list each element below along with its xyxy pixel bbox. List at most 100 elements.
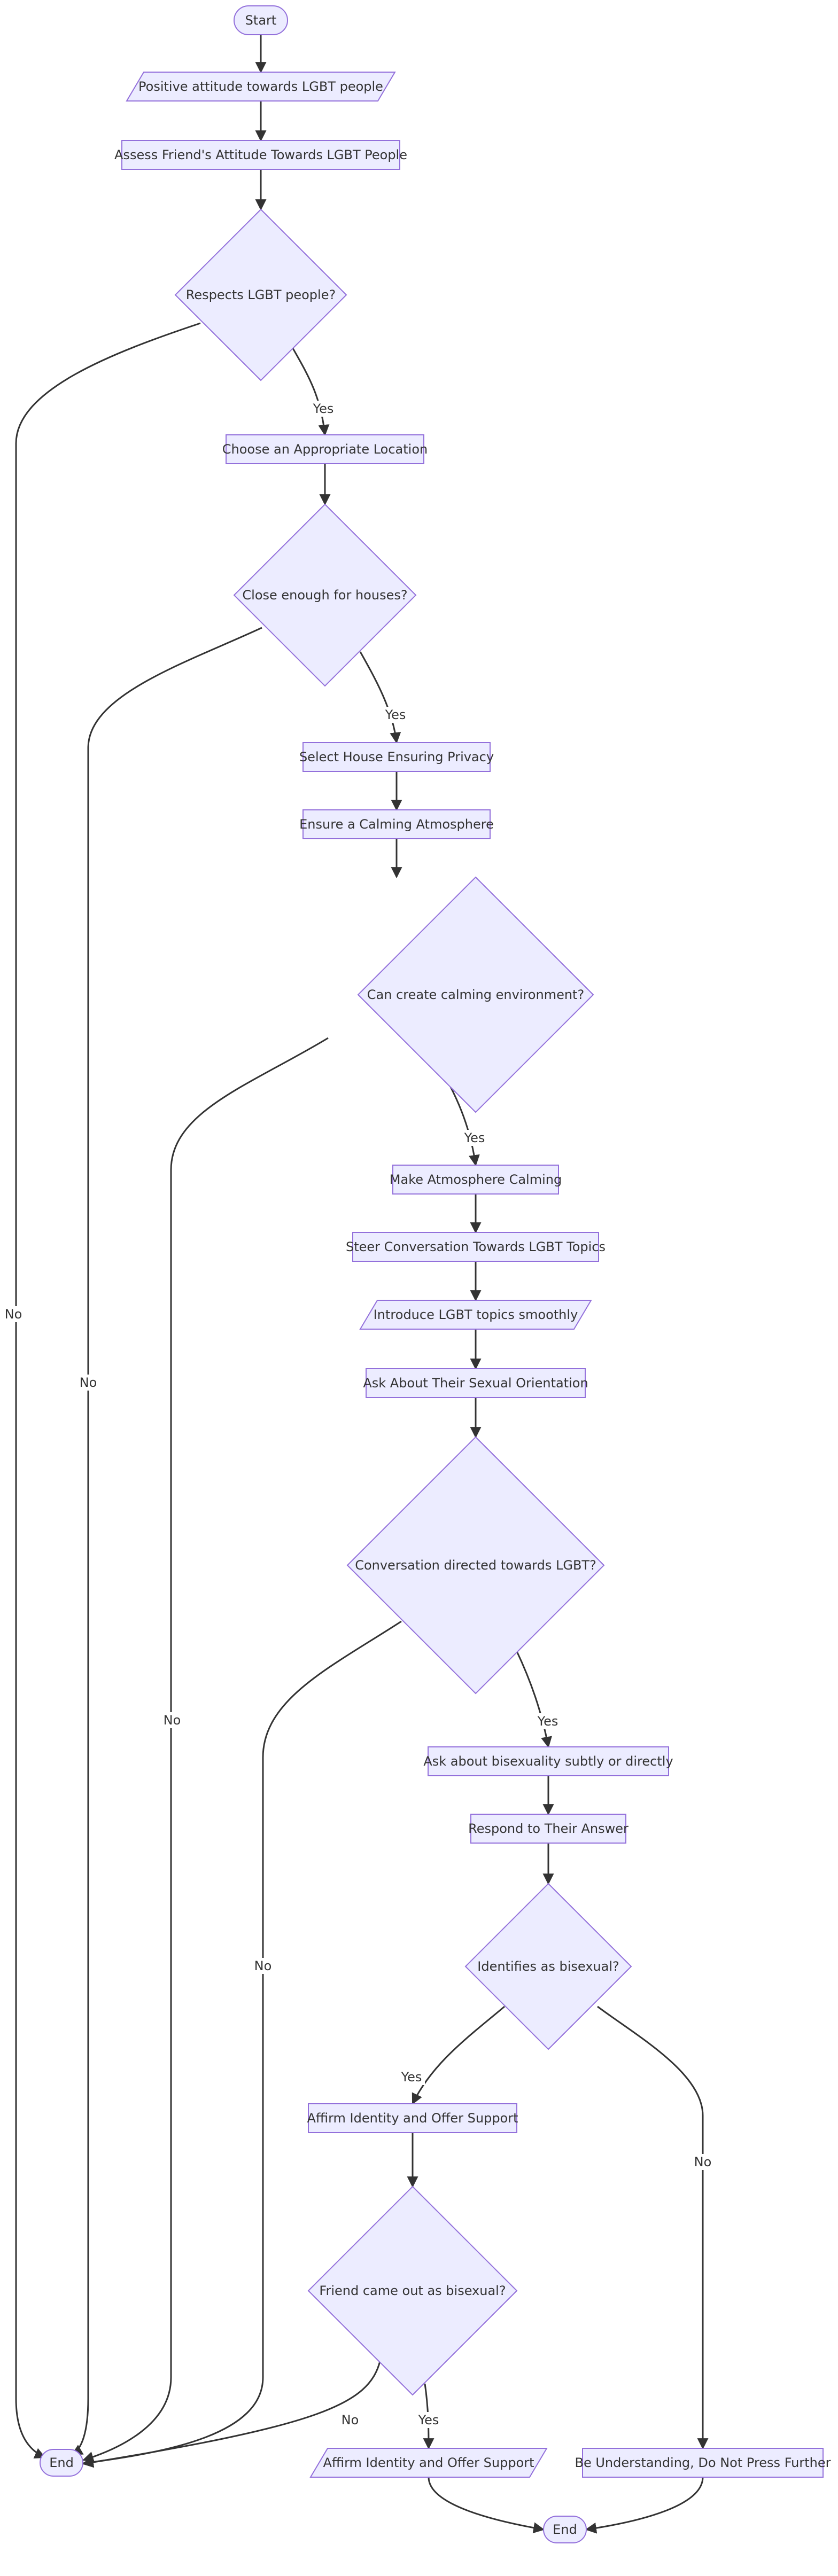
- edge-label-background: [162, 1712, 182, 1728]
- process-box: [302, 742, 491, 772]
- process-box: [582, 2448, 824, 2478]
- connector-arrow: [428, 2477, 545, 2534]
- edge-label-text: No: [5, 1307, 22, 1322]
- edge-label-background: [310, 401, 337, 417]
- edge-label-text: Yes: [418, 2413, 439, 2427]
- edge-label-no: No: [79, 1375, 98, 1391]
- process-box: [352, 1232, 599, 1262]
- edge-label-background: [4, 1306, 23, 1322]
- decision-diamond: [346, 1436, 605, 1695]
- edge-label-no: No: [693, 2154, 712, 2170]
- node-label: Ask about bisexuality subtly or directly: [423, 1754, 673, 1769]
- edge-label-text: Yes: [313, 401, 334, 416]
- edge-conversation-to-end1: [82, 1620, 402, 2468]
- edge-label-yes: Yes: [534, 1713, 561, 1729]
- edge-label-background: [253, 1958, 273, 1974]
- edge-label-yes: Yes: [310, 401, 337, 417]
- process-box: [121, 140, 400, 170]
- edge-conversation-to-askbi: [515, 1650, 552, 1748]
- node-label: Positive attitude towards LGBT people: [138, 79, 383, 94]
- node-ensure: Ensure a Calming Atmosphere: [299, 809, 494, 839]
- edge-label-background: [340, 2412, 360, 2428]
- node-affirm2: Affirm Identity and Offer Support: [309, 2448, 548, 2478]
- connector-arrow: [359, 651, 401, 744]
- io-parallelogram: [359, 1300, 592, 1330]
- node-label: Respond to Their Answer: [468, 1821, 629, 1836]
- node-label: Select House Ensuring Privacy: [299, 750, 494, 764]
- connector-arrow: [71, 627, 262, 2456]
- process-box: [302, 809, 491, 839]
- node-beunderstanding: Be Understanding, Do Not Press Further: [575, 2448, 831, 2478]
- node-conversation: Conversation directed towards LGBT?: [346, 1436, 605, 1695]
- node-respond: Respond to Their Answer: [468, 1814, 629, 1844]
- terminal-stadium: [40, 2449, 83, 2477]
- node-close: Close enough for houses?: [233, 503, 417, 687]
- decision-diamond: [233, 503, 417, 687]
- node-label: Affirm Identity and Offer Support: [307, 2111, 518, 2126]
- edge-label-text: No: [694, 2155, 712, 2169]
- node-affirm1: Affirm Identity and Offer Support: [307, 2103, 518, 2133]
- edge-label-yes: Yes: [382, 707, 409, 723]
- edge-label-background: [382, 707, 409, 723]
- edge-label-background: [398, 2069, 425, 2085]
- edge-label-text: No: [254, 1958, 272, 1973]
- connector-arrow: [515, 1650, 552, 1748]
- edge-label-no: No: [4, 1306, 23, 1322]
- node-label: Ask About Their Sexual Orientation: [363, 1376, 588, 1391]
- node-label: Be Understanding, Do Not Press Further: [575, 2455, 831, 2470]
- node-cameout: Friend came out as bisexual?: [307, 2185, 518, 2396]
- edge-label-yes: Yes: [461, 1130, 488, 1146]
- edge-affirm2-to-end2: [428, 2477, 545, 2534]
- node-end1: End: [40, 2449, 83, 2477]
- node-label: Make Atmosphere Calming: [390, 1172, 562, 1187]
- edge-label-no: No: [162, 1712, 182, 1728]
- connector-arrow: [292, 348, 330, 436]
- edge-label-background: [693, 2154, 712, 2170]
- node-house: Select House Ensuring Privacy: [299, 742, 494, 772]
- decision-diamond: [174, 208, 347, 381]
- connector-arrow: [82, 2361, 381, 2468]
- node-ask: Ask About Their Sexual Orientation: [363, 1368, 588, 1398]
- node-label: Choose an Appropriate Location: [222, 442, 428, 457]
- connector-arrow: [15, 322, 201, 2458]
- terminal-stadium: [234, 5, 288, 35]
- decision-diamond: [357, 876, 594, 1113]
- node-label: Introduce LGBT topics smoothly: [374, 1307, 578, 1322]
- io-parallelogram: [126, 72, 396, 102]
- edge-label-text: No: [164, 1713, 181, 1728]
- edge-close-to-house: [359, 651, 401, 744]
- edge-label-yes: Yes: [398, 2069, 425, 2085]
- node-start: Start: [234, 5, 288, 35]
- edge-identifies-to-beunderstanding: [597, 2005, 709, 2450]
- node-label: End: [49, 2455, 74, 2470]
- terminal-stadium: [543, 2516, 587, 2543]
- edge-respects-to-end1: [15, 322, 201, 2458]
- node-identifies: Identifies as bisexual?: [464, 1883, 632, 2050]
- edge-label-background: [461, 1130, 488, 1146]
- node-respects: Respects LGBT people?: [174, 208, 347, 381]
- decision-diamond: [307, 2185, 518, 2396]
- connector-arrow: [82, 1037, 329, 2463]
- node-label: Assess Friend's Attitude Towards LGBT Pe…: [114, 147, 407, 162]
- node-label: Can create calming environment?: [367, 987, 584, 1002]
- edge-cancreate-to-end1: [82, 1037, 329, 2463]
- edge-cameout-to-end1: [82, 2361, 381, 2468]
- node-label: End: [553, 2522, 577, 2537]
- connector-arrow: [597, 2005, 709, 2450]
- node-label: Ensure a Calming Atmosphere: [299, 817, 494, 832]
- edge-beunderstanding-to-end2: [585, 2477, 704, 2534]
- edge-label-text: Yes: [401, 2070, 422, 2085]
- node-steer: Steer Conversation Towards LGBT Topics: [346, 1232, 606, 1262]
- node-label: Affirm Identity and Offer Support: [323, 2455, 534, 2470]
- edge-label-text: Yes: [385, 707, 406, 722]
- node-location: Choose an Appropriate Location: [222, 434, 428, 464]
- node-label: Start: [245, 13, 277, 28]
- edge-label-background: [415, 2412, 442, 2428]
- edge-label-background: [79, 1375, 98, 1391]
- process-box: [308, 2103, 517, 2133]
- process-box: [392, 1165, 559, 1195]
- edge-label-background: [534, 1713, 561, 1729]
- process-box: [366, 1368, 586, 1398]
- node-cancreate: Can create calming environment?: [357, 876, 594, 1113]
